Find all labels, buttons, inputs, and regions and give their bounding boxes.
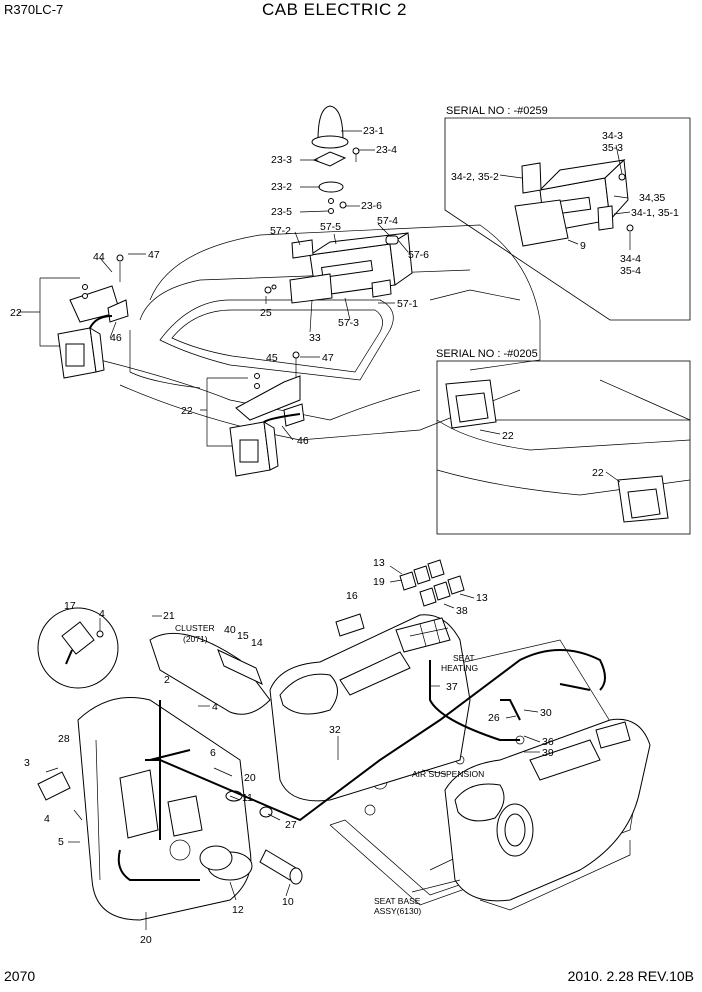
callout-57-3: 57-3 — [338, 317, 359, 329]
air-suspension-note: AIR SUSPENSION — [412, 769, 484, 779]
callout-34-4: 34-4 — [620, 253, 641, 265]
cluster-note: CLUSTER — [175, 623, 215, 633]
seat-base-note-2: ASSY(6130) — [374, 906, 421, 916]
callout-4-mid: 4 — [212, 701, 218, 713]
callout-33: 33 — [309, 332, 321, 344]
callout-23-6: 23-6 — [361, 200, 382, 212]
callout-5: 5 — [58, 836, 64, 848]
revision-date: 2010. 2.28 REV.10B — [567, 968, 694, 984]
switch-plate-16 — [335, 613, 365, 637]
callout-47-top: 47 — [148, 249, 160, 261]
callout-40: 40 — [224, 624, 236, 636]
callout-28: 28 — [58, 733, 70, 745]
callout-22-inset-a: 22 — [502, 430, 514, 442]
work-lamp-left — [57, 254, 129, 379]
callout-20-mid: 20 — [244, 772, 256, 784]
seat-base-note-1: SEAT BASE — [374, 896, 421, 906]
callout-13-b: 13 — [476, 592, 488, 604]
callout-35-4: 35-4 — [620, 265, 641, 277]
callout-23-2: 23-2 — [271, 181, 292, 193]
console-left — [269, 614, 471, 802]
callout-4-inset: 4 — [99, 608, 105, 620]
page-number: 2070 — [4, 968, 36, 984]
callout-23-4: 23-4 — [376, 144, 397, 156]
callout-32: 32 — [329, 724, 341, 736]
callout-22-inset-b: 22 — [592, 467, 604, 479]
bracket-3 — [37, 771, 71, 801]
callout-26: 26 — [488, 712, 500, 724]
callout-57-1: 57-1 — [397, 298, 418, 310]
page-title: CAB ELECTRIC 2 — [262, 0, 407, 19]
callout-46-mid: 46 — [297, 435, 309, 447]
callout-13-a: 13 — [373, 557, 385, 569]
seat-heating-note-2: HEATING — [441, 663, 478, 673]
callout-27: 27 — [285, 819, 297, 831]
callout-25: 25 — [260, 307, 272, 319]
callout-57-4: 57-4 — [377, 215, 398, 227]
callout-22-left: 22 — [10, 307, 22, 319]
callout-19: 19 — [373, 576, 385, 588]
callout-21: 21 — [163, 610, 175, 622]
radio-cassette — [264, 232, 413, 304]
cluster-ref-note: (2071) — [183, 634, 208, 644]
callout-20-low: 20 — [140, 934, 152, 946]
serial-0259-label: SERIAL NO : -#0259 — [446, 105, 548, 117]
callout-34-2-35-2: 34-2, 35-2 — [451, 171, 499, 183]
callout-38: 38 — [456, 605, 468, 617]
callout-36: 36 — [542, 736, 554, 748]
callout-labels-inset: SERIAL NO : -#0259 34-3 35-3 34-2, 35-2 … — [436, 105, 679, 479]
callout-6: 6 — [210, 747, 216, 759]
callout-23-5: 23-5 — [271, 206, 292, 218]
callout-37: 37 — [446, 681, 458, 693]
callout-47-mid: 47 — [322, 352, 334, 364]
callout-46-left: 46 — [110, 332, 122, 344]
callout-labels-lower: 13 19 13 38 16 17 4 21 40 15 14 2 4 6 28… — [24, 557, 554, 946]
callout-57-5: 57-5 — [320, 221, 341, 233]
callout-34-1-35-1: 34-1, 35-1 — [631, 207, 679, 219]
callout-23-1: 23-1 — [363, 125, 384, 137]
seat-heating-note-1: SEAT — [453, 653, 475, 663]
leader-lines-upper — [99, 130, 409, 441]
callout-11: 11 — [242, 792, 253, 804]
rocker-switches — [399, 559, 465, 607]
callout-57-2: 57-2 — [270, 225, 291, 237]
callout-12: 12 — [232, 904, 244, 916]
callout-45: 45 — [266, 352, 278, 364]
work-lamp-right — [229, 351, 305, 477]
callout-10: 10 — [282, 896, 294, 908]
callout-2: 2 — [164, 674, 170, 686]
callout-labels-upper: 23-1 23-3 23-4 23-2 23-5 23-6 57-2 57-5 … — [10, 125, 429, 447]
callout-15: 15 — [237, 630, 249, 642]
serial-0205-label: SERIAL NO : -#0205 — [436, 348, 538, 360]
callout-17: 17 — [64, 600, 76, 612]
console-right — [444, 718, 651, 902]
callout-30: 30 — [540, 707, 552, 719]
inset-serial-0205 — [436, 360, 691, 535]
inset-serial-0259 — [444, 117, 691, 321]
callout-14: 14 — [251, 637, 263, 649]
callout-4-low: 4 — [44, 813, 50, 825]
callout-35-3: 35-3 — [602, 142, 623, 154]
cab-roof — [99, 224, 541, 441]
inset-detail-17 — [37, 607, 119, 689]
callout-23-3: 23-3 — [271, 154, 292, 166]
leader-lines-lower — [45, 565, 541, 930]
callout-16: 16 — [346, 590, 358, 602]
callout-44: 44 — [93, 251, 105, 263]
callout-34-3: 34-3 — [602, 130, 623, 142]
callout-3: 3 — [24, 757, 30, 769]
callout-22-mid: 22 — [181, 405, 193, 417]
model-code: R370LC-7 — [4, 2, 64, 17]
rotating-beacon — [311, 105, 360, 214]
wire-harness — [117, 649, 606, 881]
callout-39: 39 — [542, 747, 554, 759]
callout-9: 9 — [580, 240, 586, 252]
callout-34-35: 34,35 — [639, 192, 665, 204]
callout-57-6: 57-6 — [408, 249, 429, 261]
